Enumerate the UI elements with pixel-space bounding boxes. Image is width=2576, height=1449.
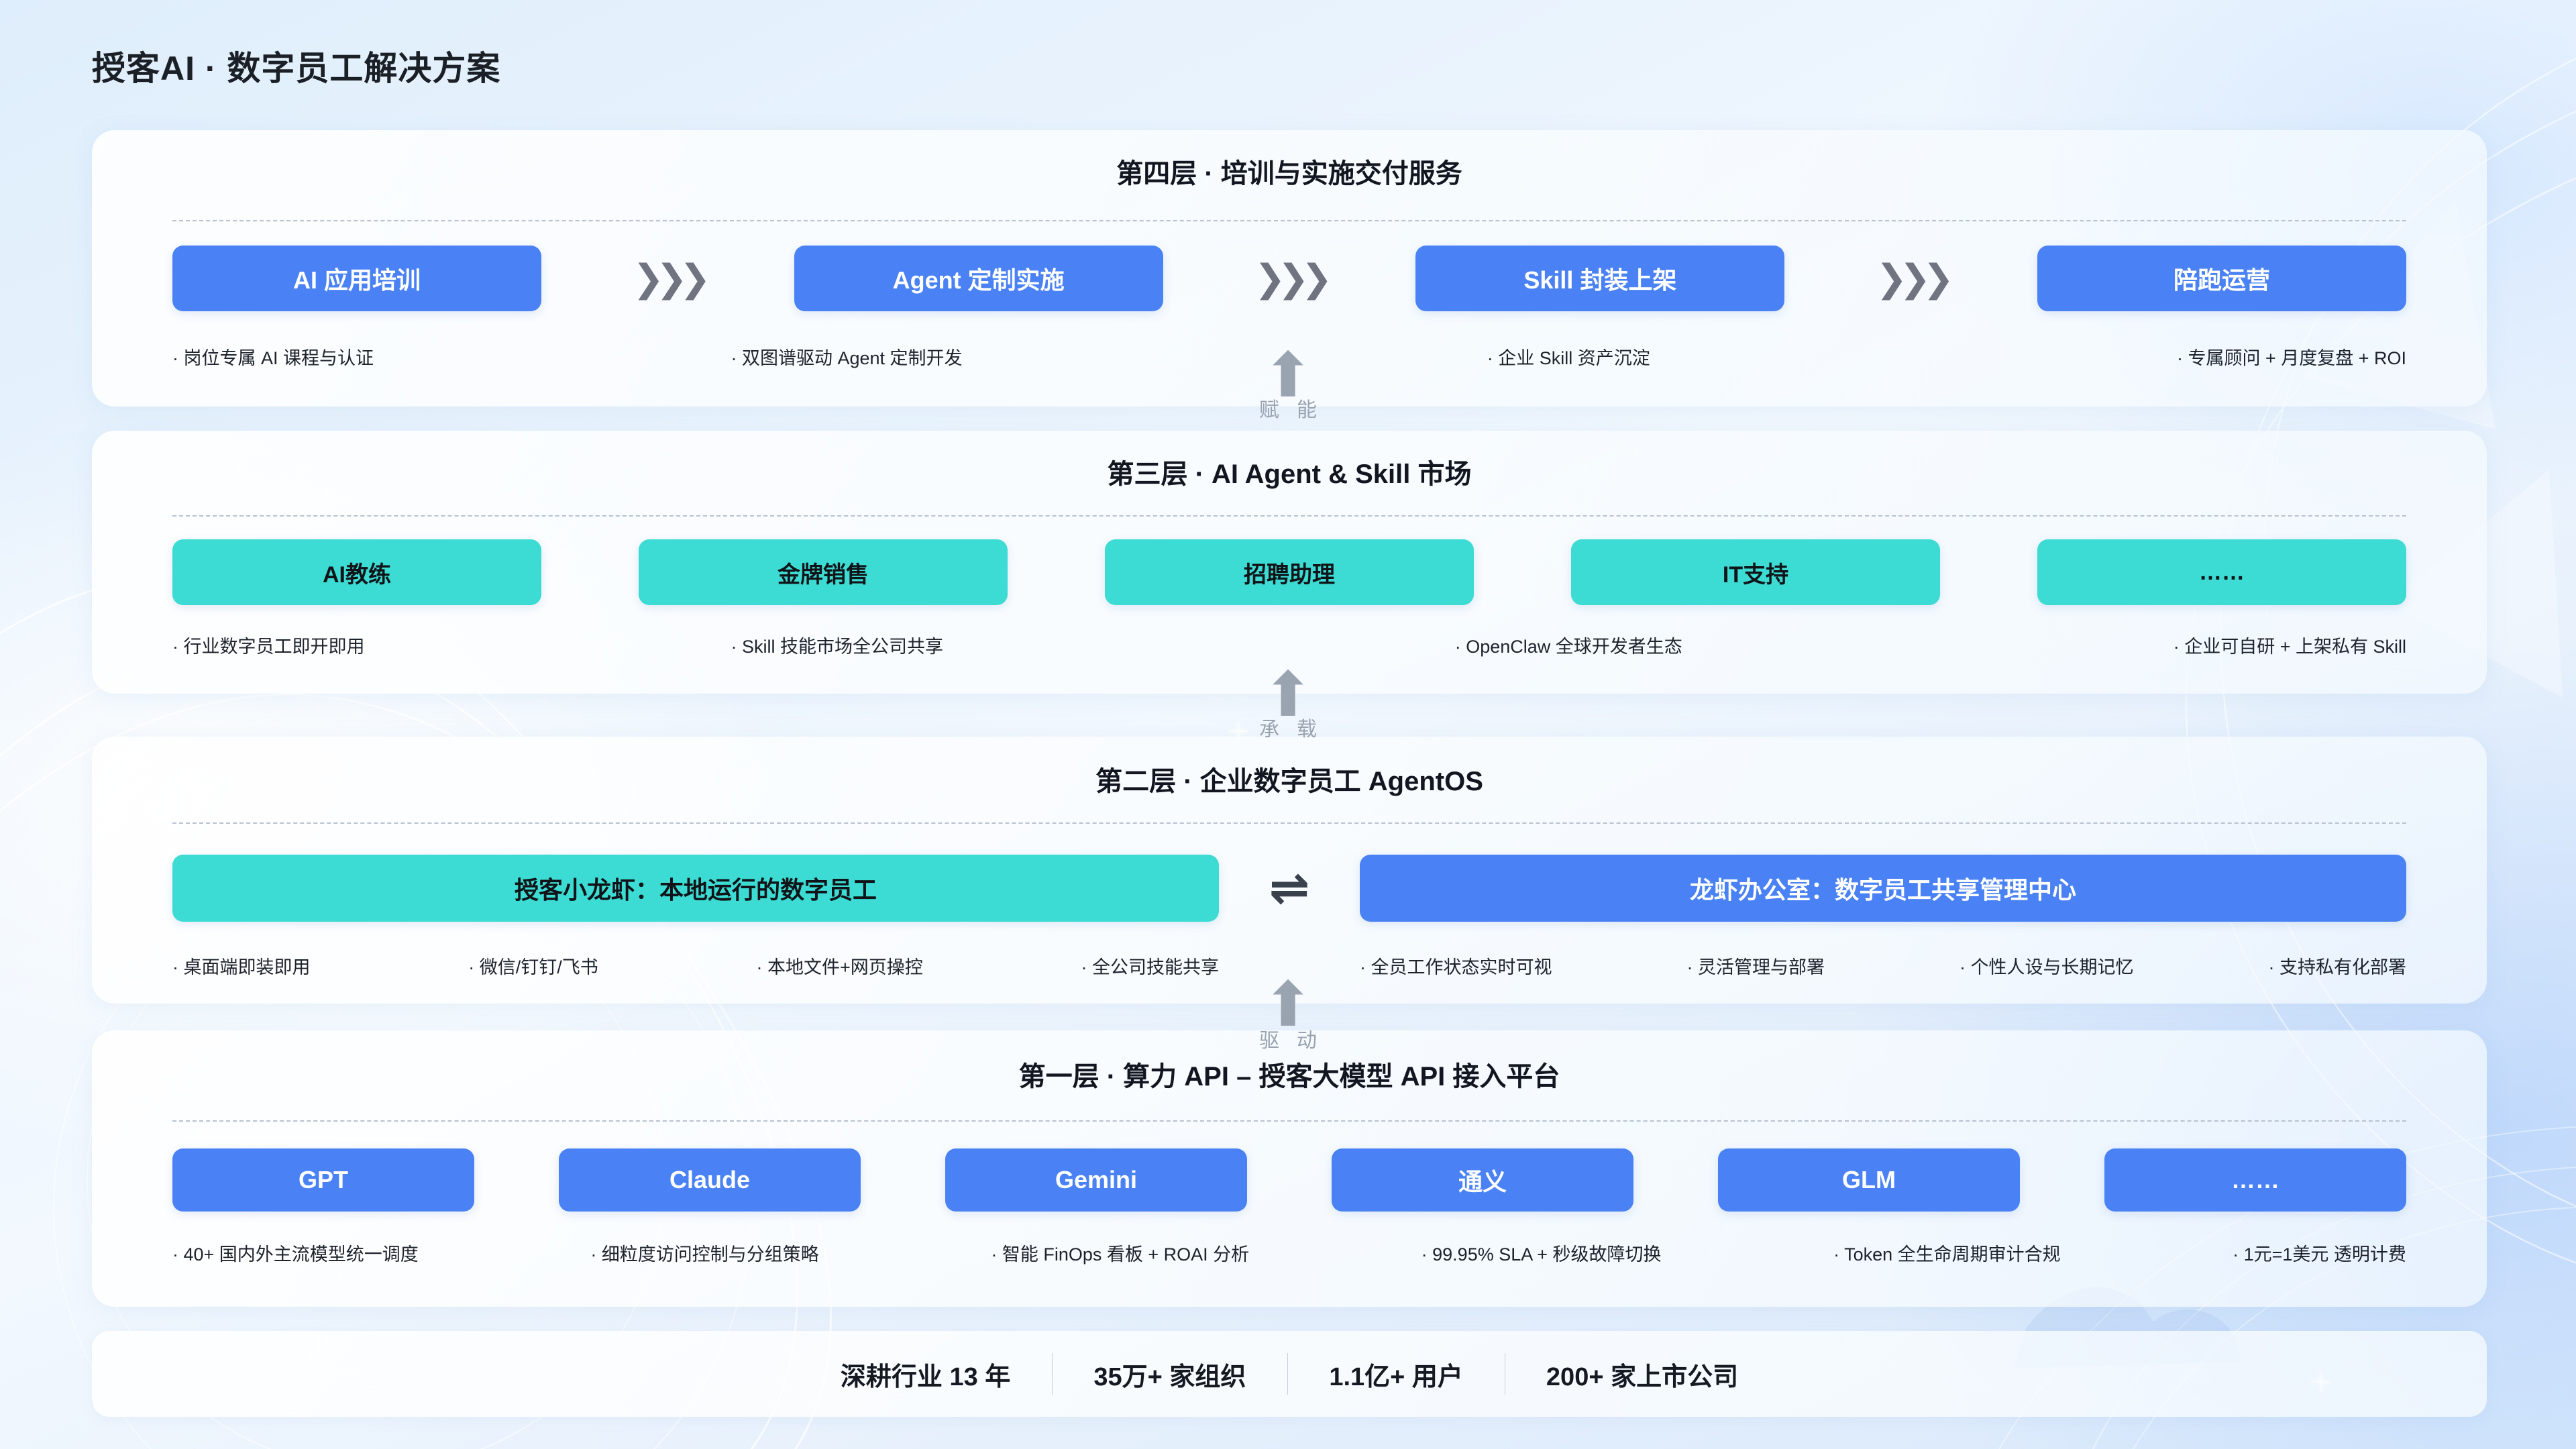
service-card-agent-customization[interactable]: Agent 定制实施 bbox=[794, 246, 1163, 311]
layer-panel-4: 第四层 · 培训与实施交付服务 AI 应用培训 ❯❯❯ Agent 定制实施 ❯… bbox=[92, 130, 2487, 407]
agent-card-more[interactable]: …… bbox=[2037, 539, 2406, 605]
card-label: 授客小龙虾：本地运行的数字员工 bbox=[514, 876, 877, 904]
connector-label-enable: 赋能 bbox=[1259, 399, 1334, 421]
connector-label-carry: 承载 bbox=[1259, 718, 1334, 741]
layer2-right-bullet-3: · 支持私有化部署 bbox=[2268, 957, 2407, 977]
model-card-more[interactable]: …… bbox=[2104, 1148, 2406, 1212]
connector-label-drive: 驱动 bbox=[1259, 1030, 1334, 1052]
layer4-bullet-2: · 企业 Skill 资产沉淀 bbox=[1487, 348, 1650, 368]
chevron-triple-right-icon: ❯❯❯ bbox=[632, 257, 711, 299]
card-label: Skill 封装上架 bbox=[1523, 266, 1677, 294]
layer1-bullet-2: · 智能 FinOps 看板 + ROAI 分析 bbox=[991, 1244, 1250, 1265]
layer2-left-bullet-0: · 桌面端即装即用 bbox=[172, 957, 311, 977]
card-label: IT支持 bbox=[1722, 561, 1789, 588]
stats-bar: 深耕行业 13 年 35万+ 家组织 1.1亿+ 用户 200+ 家上市公司 bbox=[92, 1331, 2487, 1417]
layer3-bullet-3: · 企业可自研 + 上架私有 Skill bbox=[2173, 637, 2406, 657]
connector-carry: ⬆ 承载 bbox=[1208, 664, 1368, 755]
layer-title-4: 第四层 · 培训与实施交付服务 bbox=[1116, 159, 1462, 189]
connector-enable: ⬆ 赋能 bbox=[1208, 345, 1368, 436]
layer-divider-1 bbox=[172, 1120, 2406, 1122]
layer-divider-4 bbox=[172, 220, 2406, 221]
card-label: 招聘助理 bbox=[1244, 561, 1335, 588]
model-card-claude[interactable]: Claude bbox=[559, 1148, 861, 1212]
service-card-ongoing-operation[interactable]: 陪跑运营 bbox=[2037, 246, 2407, 311]
layer2-left-bullet-3: · 全公司技能共享 bbox=[1081, 957, 1219, 977]
arrow-up-icon: ⬆ bbox=[1262, 341, 1314, 410]
service-card-ai-training[interactable]: AI 应用培训 bbox=[172, 246, 541, 311]
layer-panel-3: 第三层 · AI Agent & Skill 市场 AI教练 金牌销售 招聘助理… bbox=[92, 431, 2487, 694]
card-label: GLM bbox=[1842, 1166, 1896, 1193]
agent-card-it-support[interactable]: IT支持 bbox=[1571, 539, 1940, 605]
model-card-gpt[interactable]: GPT bbox=[172, 1148, 474, 1212]
model-card-gemini[interactable]: Gemini bbox=[945, 1148, 1247, 1212]
chevron-triple-right-icon: ❯❯❯ bbox=[1876, 257, 1954, 299]
layer-panel-2: 第二层 · 企业数字员工 AgentOS 授客小龙虾：本地运行的数字员工 ⇌ 龙… bbox=[92, 737, 2487, 1004]
layer-title-2: 第二层 · 企业数字员工 AgentOS bbox=[1095, 767, 1483, 796]
layer-divider-2 bbox=[172, 822, 2406, 824]
layer-title-3: 第三层 · AI Agent & Skill 市场 bbox=[1107, 460, 1472, 489]
card-label: 陪跑运营 bbox=[2174, 266, 2271, 294]
layer2-right-bullet-2: · 个性人设与长期记忆 bbox=[1960, 957, 2134, 977]
connector-drive: ⬆ 驱动 bbox=[1208, 974, 1368, 1068]
agent-card-gold-sales[interactable]: 金牌销售 bbox=[639, 539, 1008, 605]
card-label: 龙虾办公室：数字员工共享管理中心 bbox=[1689, 876, 2076, 904]
stat-listed-cos: 200+ 家上市公司 bbox=[1505, 1356, 1780, 1393]
arrow-up-icon: ⬆ bbox=[1262, 971, 1314, 1039]
agentos-card-shared-management-center[interactable]: 龙虾办公室：数字员工共享管理中心 bbox=[1360, 855, 2406, 922]
layer1-bullet-5: · 1元=1美元 透明计费 bbox=[2233, 1244, 2406, 1265]
card-label: Agent 定制实施 bbox=[892, 266, 1065, 294]
layer3-bullet-0: · 行业数字员工即开即用 bbox=[172, 637, 365, 657]
page-title: 授客AI · 数字员工解决方案 bbox=[92, 50, 501, 87]
service-card-skill-publish[interactable]: Skill 封装上架 bbox=[1415, 246, 1785, 311]
layer4-bullet-1: · 双图谱驱动 Agent 定制开发 bbox=[731, 348, 963, 368]
layer2-left-bullet-2: · 本地文件+网页操控 bbox=[756, 957, 923, 977]
card-label: Claude bbox=[669, 1166, 751, 1193]
card-label: AI教练 bbox=[323, 561, 391, 588]
agent-card-ai-coach[interactable]: AI教练 bbox=[172, 539, 541, 605]
exchange-arrows-icon: ⇌ bbox=[1269, 861, 1310, 915]
layer-title-1: 第一层 · 算力 API – 授客大模型 API 接入平台 bbox=[1018, 1062, 1560, 1091]
stat-users: 1.1亿+ 用户 bbox=[1287, 1356, 1505, 1393]
agent-card-recruiting-assistant[interactable]: 招聘助理 bbox=[1105, 539, 1474, 605]
arrow-up-icon: ⬆ bbox=[1262, 661, 1314, 729]
agentos-card-local-digital-employee[interactable]: 授客小龙虾：本地运行的数字员工 bbox=[172, 855, 1219, 922]
card-label: 金牌销售 bbox=[777, 561, 869, 588]
model-card-tongyi[interactable]: 通义 bbox=[1332, 1148, 1633, 1212]
layer3-bullet-1: · Skill 技能市场全公司共享 bbox=[731, 637, 944, 657]
card-label: Gemini bbox=[1055, 1166, 1138, 1193]
card-label: …… bbox=[2231, 1166, 2279, 1193]
layer1-bullet-3: · 99.95% SLA + 秒级故障切换 bbox=[1421, 1244, 1662, 1265]
layer2-right-bullet-0: · 全员工作状态实时可视 bbox=[1360, 957, 1552, 977]
layer1-bullet-0: · 40+ 国内外主流模型统一调度 bbox=[172, 1244, 419, 1265]
layer4-bullet-3: · 专属顾问 + 月度复盘 + ROI bbox=[2176, 348, 2406, 368]
layer2-left-bullet-1: · 微信/钉钉/飞书 bbox=[468, 957, 598, 977]
layer-panel-1: 第一层 · 算力 API – 授客大模型 API 接入平台 GPT Claude… bbox=[92, 1030, 2487, 1307]
card-label: GPT bbox=[298, 1166, 348, 1193]
layer-divider-3 bbox=[172, 515, 2406, 517]
card-label: 通义 bbox=[1458, 1168, 1507, 1195]
layer1-bullet-4: · Token 全生命周期审计合规 bbox=[1833, 1244, 2061, 1265]
layer4-bullet-0: · 岗位专属 AI 课程与认证 bbox=[172, 348, 374, 368]
card-label: AI 应用培训 bbox=[292, 266, 421, 294]
card-label: …… bbox=[2199, 559, 2245, 585]
layer1-bullet-1: · 细粒度访问控制与分组策略 bbox=[590, 1244, 819, 1265]
stat-years: 深耕行业 13 年 bbox=[840, 1362, 1011, 1391]
stat-orgs: 35万+ 家组织 bbox=[1052, 1356, 1287, 1393]
chevron-triple-right-icon: ❯❯❯ bbox=[1254, 257, 1333, 299]
layer3-bullet-2: · OpenClaw 全球开发者生态 bbox=[1454, 637, 1682, 657]
model-card-glm[interactable]: GLM bbox=[1718, 1148, 2020, 1212]
layer2-right-bullet-1: · 灵活管理与部署 bbox=[1686, 957, 1825, 977]
